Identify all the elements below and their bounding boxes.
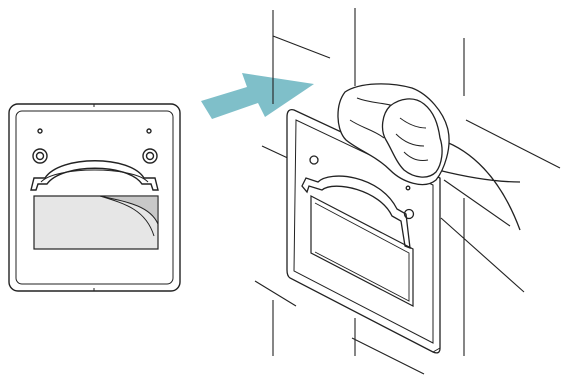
film-peeled-corner bbox=[99, 195, 159, 225]
mounted-boss-right bbox=[403, 208, 415, 220]
wall-tile-lines bbox=[254, 8, 561, 375]
installation-view bbox=[254, 8, 561, 375]
mounted-boss-left bbox=[309, 155, 319, 165]
mounted-recess bbox=[310, 195, 414, 307]
plate-inner-frame bbox=[15, 110, 174, 285]
screw-boss-left bbox=[32, 148, 48, 164]
arrow-right bbox=[201, 73, 314, 119]
product-front-view bbox=[8, 103, 181, 292]
arm bbox=[437, 139, 521, 231]
small-hole-right bbox=[146, 128, 152, 134]
mounted-slot-arch bbox=[301, 175, 411, 250]
hand bbox=[381, 98, 443, 178]
small-hole-left bbox=[37, 128, 43, 134]
slot-arch-outer bbox=[30, 160, 159, 191]
slot-arch-inner bbox=[40, 169, 149, 183]
screw-boss-right bbox=[142, 148, 158, 164]
hand-wiping-with-cloth bbox=[337, 83, 521, 231]
mounted-hole-right bbox=[405, 185, 411, 191]
